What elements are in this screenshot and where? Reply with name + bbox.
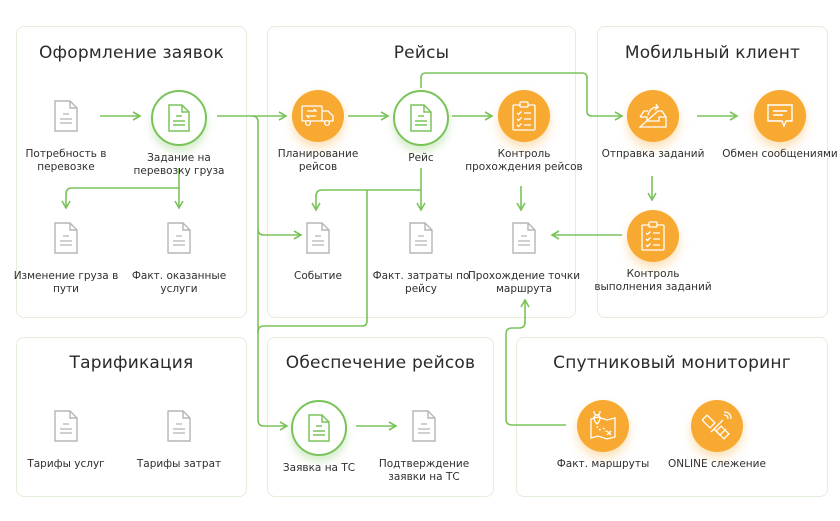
node-need[interactable]: Потребность в перевозке [6, 90, 126, 174]
node-online-tracking[interactable]: ONLINE слежение [657, 400, 777, 471]
document-icon [393, 90, 449, 146]
document-icon [291, 400, 347, 456]
node-event[interactable]: Событие [258, 212, 378, 283]
node-label: Прохождение точки маршрута [467, 270, 581, 295]
document-icon [498, 212, 550, 264]
node-label: Задание на перевозку груза [133, 152, 225, 177]
satellite-icon [691, 400, 743, 452]
node-label: Потребность в перевозке [25, 148, 107, 173]
document-icon [292, 212, 344, 264]
node-label: Контроль прохождения рейсов [465, 148, 583, 173]
node-task[interactable]: Задание на перевозку груза [119, 90, 239, 178]
node-label: Тарифы затрат [136, 458, 222, 470]
node-tariff-services[interactable]: Тарифы услуг [6, 400, 126, 471]
document-icon [153, 400, 205, 452]
node-label: Тарифы услуг [27, 458, 105, 470]
node-request-confirm[interactable]: Подтверждение заявки на ТС [364, 400, 484, 484]
node-cargo-change[interactable]: Изменение груза в пути [6, 212, 126, 296]
node-actual-routes[interactable]: Факт. маршруты [543, 400, 663, 471]
chat-icon [754, 90, 806, 142]
node-label: Изменение груза в пути [13, 270, 119, 295]
node-label: Факт. затраты по рейсу [372, 270, 470, 295]
node-trip-control[interactable]: Контроль прохождения рейсов [464, 90, 584, 174]
node-label: Подтверждение заявки на ТС [378, 458, 470, 483]
panel-title: Тарификация [69, 353, 194, 373]
node-task-control[interactable]: Контроль выполнения заданий [593, 210, 713, 294]
node-costs[interactable]: Факт. затраты по рейсу [361, 212, 481, 296]
clipboard-icon [498, 90, 550, 142]
node-waypoint[interactable]: Прохождение точки маршрута [464, 212, 584, 296]
truck-icon [292, 90, 344, 142]
node-label: Обмен сообщениями [722, 148, 838, 160]
panel-title: Обеспечение рейсов [285, 353, 476, 373]
node-label: Событие [294, 270, 342, 282]
node-label: Планирование рейсов [277, 148, 359, 173]
document-icon [398, 400, 450, 452]
panel-tariffs: Тарификация [16, 337, 247, 497]
node-trip[interactable]: Рейс [361, 90, 481, 165]
map-icon [577, 400, 629, 452]
node-label: Факт. маршруты [556, 458, 650, 470]
node-planning[interactable]: Планирование рейсов [258, 90, 378, 174]
document-icon [40, 400, 92, 452]
node-label: Рейс [408, 152, 434, 164]
document-icon [395, 212, 447, 264]
node-messaging[interactable]: Обмен сообщениями [720, 90, 840, 161]
panel-mobile: Мобильный клиент [597, 26, 828, 318]
document-icon [40, 90, 92, 142]
panel-title: Спутниковый мониторинг [553, 353, 791, 373]
document-icon [153, 212, 205, 264]
panel-orders: Оформление заявок [16, 26, 247, 318]
node-send-tasks[interactable]: Отправка заданий [593, 90, 713, 161]
document-icon [151, 90, 207, 146]
node-label: Факт. оказанные услуги [131, 270, 227, 295]
panel-title: Рейсы [393, 43, 450, 63]
document-icon [40, 212, 92, 264]
node-vehicle-request[interactable]: Заявка на ТС [259, 400, 379, 475]
outbox-icon [627, 90, 679, 142]
panel-title: Мобильный клиент [624, 43, 801, 63]
clipboard-icon [627, 210, 679, 262]
node-services[interactable]: Факт. оказанные услуги [119, 212, 239, 296]
node-label: Контроль выполнения заданий [594, 268, 712, 293]
panel-title: Оформление заявок [38, 43, 225, 63]
node-label: Заявка на ТС [282, 462, 356, 474]
node-tariff-costs[interactable]: Тарифы затрат [119, 400, 239, 471]
panel-satellite: Спутниковый мониторинг [516, 337, 828, 497]
node-label: Отправка заданий [601, 148, 705, 160]
node-label: ONLINE слежение [668, 458, 766, 470]
